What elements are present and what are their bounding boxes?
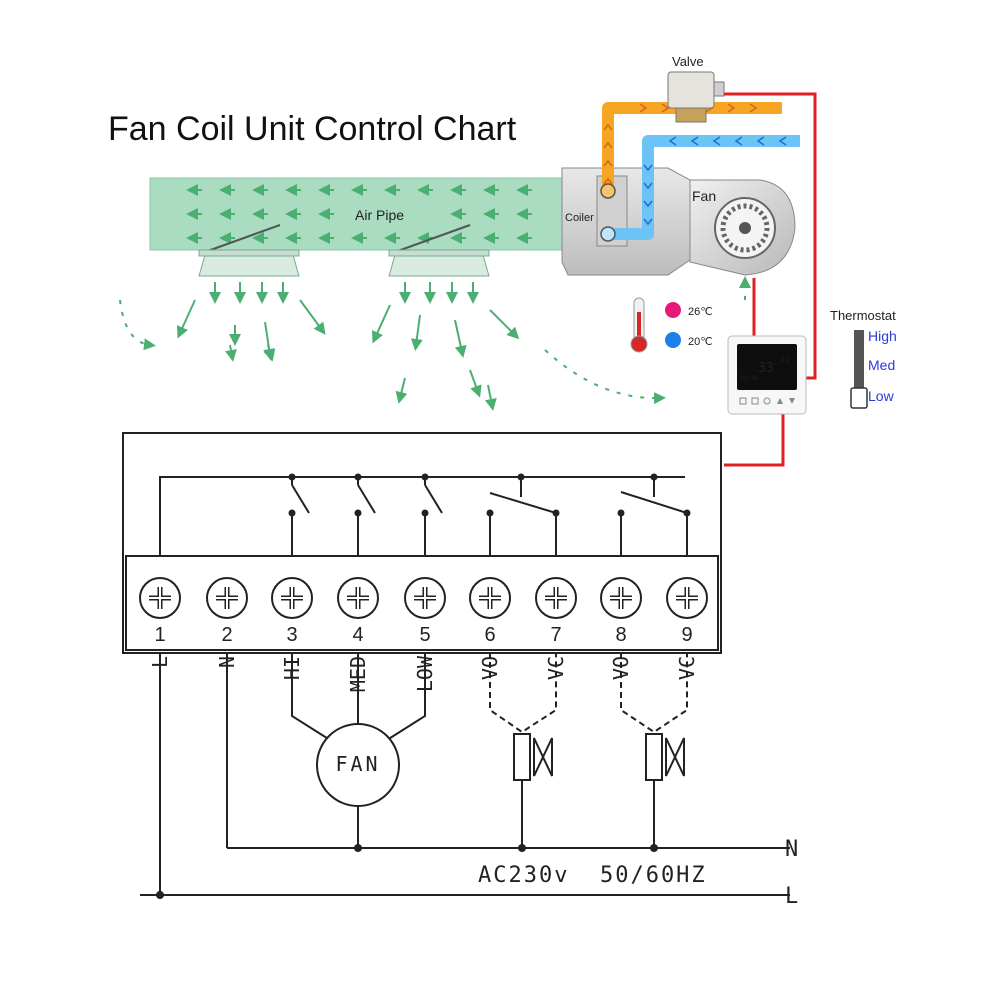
hot-pipe-port: [600, 183, 616, 199]
display-time: 01:36: [740, 375, 758, 382]
hot-pipe: [602, 102, 782, 190]
speed-med-label: Med: [868, 357, 895, 373]
hot-temp-dot: [665, 302, 681, 318]
terminal-number: 5: [419, 624, 430, 646]
terminal-number: 3: [286, 624, 297, 646]
diffuser-left: [198, 224, 300, 277]
supply-spec-label: AC230v 50/60HZ: [478, 863, 707, 888]
terminal-number: 4: [352, 624, 363, 646]
fan-label: Fan: [692, 188, 716, 204]
diffuser-right: [388, 224, 490, 277]
terminal-number: 2: [221, 624, 232, 646]
switch-contact-dots: [288, 473, 691, 517]
thermostat-device: 33 22 01:36: [727, 335, 807, 415]
coiler-label: Coiler: [565, 212, 594, 224]
valve-control-wire: [724, 92, 817, 380]
cold-temp-dot: [665, 332, 681, 348]
display-temp: 33: [758, 361, 774, 376]
hot-temp-label: 26℃: [688, 306, 713, 318]
terminal-8: 8VO: [600, 577, 642, 680]
valve-icon: [667, 71, 725, 123]
terminal-number: 6: [484, 624, 495, 646]
controller-box: [122, 432, 722, 654]
live-line-label: L: [785, 884, 798, 909]
duct-airflow-arrows: [186, 184, 532, 244]
speed-low-label: Low: [868, 388, 895, 404]
relay-switches: [159, 476, 688, 556]
terminal-number: 9: [681, 624, 692, 646]
terminal-7: 7VC: [535, 577, 577, 680]
neutral-line-label: N: [785, 837, 798, 862]
speed-high-label: High: [868, 328, 897, 344]
thermometer-icon: [630, 297, 648, 353]
power-wire: [724, 410, 785, 467]
valve-actuator-2: [645, 733, 685, 781]
terminal-number: 1: [154, 624, 165, 646]
diagram-title: Fan Coil Unit Control Chart: [108, 110, 517, 148]
terminal-6: 6VO: [469, 577, 511, 680]
cold-pipe-port: [600, 226, 616, 242]
blower-fan-icon: [689, 179, 796, 276]
cold-temp-label: 20℃: [688, 336, 713, 348]
fan-speed-slider-icon: [850, 330, 868, 409]
display-setpoint: 22: [781, 356, 789, 364]
room-airflow-arrows: [119, 276, 751, 411]
junction-dots: [156, 844, 658, 899]
terminal-number: 8: [615, 624, 626, 646]
fan-motor-label: FAN: [335, 752, 380, 776]
fan-motor-symbol: [316, 723, 400, 807]
thermostat-label: Thermostat: [830, 308, 896, 323]
valve-label: Valve: [672, 54, 704, 69]
valve-actuator-1: [513, 733, 553, 781]
external-wiring: [140, 652, 790, 896]
terminal-number: 7: [550, 624, 561, 646]
terminal-9: 9VC: [666, 577, 708, 680]
air-pipe-label: Air Pipe: [355, 207, 404, 223]
